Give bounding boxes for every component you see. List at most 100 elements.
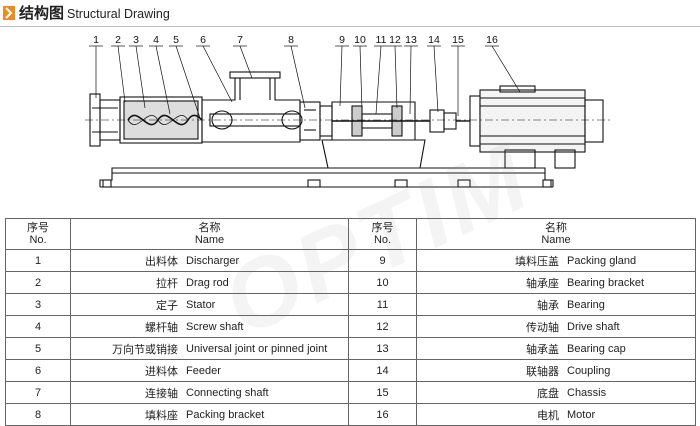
callout-leader-line [239, 45, 253, 79]
col-header-name-en: Name [194, 234, 225, 246]
part-name-cn: 出料体 [145, 255, 178, 268]
part-number: 7 [5, 381, 71, 404]
part-number: 9 [348, 249, 417, 272]
table-header-row: 序号 No. 名称 Name 序号 No. 名称 Name [5, 218, 696, 250]
callout-leader-line [394, 45, 398, 109]
part-callout-label: 11 [376, 34, 387, 46]
col-header-name: 名称 Name [416, 218, 696, 250]
section-title-en: Structural Drawing [67, 7, 170, 21]
part-name-en: Bearing bracket [567, 276, 645, 289]
part-name-cell: 定子 Stator [70, 293, 349, 316]
callout-leader-line [135, 45, 146, 109]
part-name-cn: 万向节或销接 [112, 343, 178, 356]
part-name-cn: 联轴器 [526, 365, 559, 378]
part-callout-label: 3 [133, 34, 139, 46]
part-name-en: Coupling [567, 364, 611, 377]
col-header-name: 名称 Name [70, 218, 349, 250]
callout-leader-line [491, 45, 521, 93]
part-name-en: Motor [567, 408, 596, 421]
callout-leader-line [375, 45, 382, 115]
part-name-cn: 底盘 [537, 387, 559, 400]
part-name-cn: 螺杆轴 [145, 321, 178, 334]
part-name-cell: 电机 Motor [416, 403, 696, 426]
part-callout-label: 6 [200, 34, 206, 46]
section-title-cn: 结构图 [19, 4, 65, 22]
part-number: 8 [5, 403, 71, 426]
col-header-name-cn: 名称 [545, 222, 567, 234]
table-row: 1 出料体 Discharger 9 填料压盖 Packing gland [5, 249, 696, 272]
col-header-name-cn: 名称 [198, 222, 221, 234]
part-callout-label: 1 [93, 34, 99, 46]
table-row: 5 万向节或销接 Universal joint or pinned joint 13… [5, 337, 696, 360]
col-header-number-en: No. [29, 234, 47, 246]
table-row: 8 填料座 Packing bracket 16 电机 Motor [5, 403, 696, 426]
part-name-en: Packing bracket [186, 408, 265, 421]
parts-table: 序号 No. 名称 Name 序号 No. 名称 Name 1 出料体 Discha… [5, 218, 696, 426]
part-callout-label: 9 [339, 34, 345, 46]
part-callout-label: 5 [173, 34, 179, 46]
part-number: 12 [348, 315, 417, 338]
part-callout-label: 4 [153, 34, 159, 46]
part-number: 14 [348, 359, 417, 382]
part-number: 10 [348, 271, 417, 294]
chevron-right-icon [3, 6, 15, 20]
callout-leader-line [409, 45, 412, 115]
part-number: 15 [348, 381, 417, 404]
part-number: 1 [5, 249, 71, 272]
part-name-cell: 万向节或销接 Universal joint or pinned joint [70, 337, 349, 360]
part-name-en: Packing gland [567, 254, 637, 267]
col-header-number-en: No. [373, 234, 392, 246]
part-callout-label: 2 [115, 34, 121, 46]
part-number: 2 [5, 271, 71, 294]
part-name-cn: 拉杆 [156, 277, 178, 290]
part-name-en: Bearing cap [567, 342, 626, 355]
part-name-cell: 底盘 Chassis [416, 381, 696, 404]
col-header-number: 序号 No. [348, 218, 417, 250]
part-number: 3 [5, 293, 71, 316]
part-callout-label: 13 [405, 34, 417, 46]
part-callout-label: 14 [428, 34, 440, 46]
part-name-en: Discharger [186, 254, 240, 267]
page-header: 结构图 Structural Drawing [0, 0, 700, 28]
part-callout-label: 16 [486, 34, 498, 46]
part-name-en: Stator [186, 298, 216, 311]
part-name-cell: 出料体 Discharger [70, 249, 349, 272]
callout-leader-line [117, 45, 126, 103]
part-number: 16 [348, 403, 417, 426]
part-name-cn: 轴承 [537, 299, 559, 312]
part-name-cell: 填料座 Packing bracket [70, 403, 349, 426]
callout-leader-line [290, 45, 306, 109]
part-name-cn: 填料座 [145, 409, 178, 422]
callout-leader-line [175, 45, 201, 119]
part-name-en: Chassis [567, 386, 607, 399]
part-name-en: Feeder [186, 364, 221, 377]
part-number: 13 [348, 337, 417, 360]
part-number: 6 [5, 359, 71, 382]
part-name-cn: 传动轴 [526, 321, 559, 334]
callout-leader-line [155, 45, 171, 115]
part-number: 5 [5, 337, 71, 360]
part-callout-label: 12 [389, 34, 401, 46]
callout-leader-line [339, 45, 343, 107]
callout-leader-line [202, 45, 233, 103]
part-name-en: Universal joint or pinned joint [186, 342, 328, 355]
col-header-number-cn: 序号 [27, 222, 49, 234]
part-name-cn: 填料压盖 [515, 255, 559, 268]
part-number: 4 [5, 315, 71, 338]
part-name-cn: 电机 [537, 409, 559, 422]
part-number: 11 [348, 293, 417, 316]
part-callout-label: 7 [237, 34, 243, 46]
part-name-cn: 定子 [156, 299, 178, 312]
part-name-cn: 轴承盖 [526, 343, 559, 356]
part-callout-label: 8 [288, 34, 294, 46]
part-name-en: Connecting shaft [186, 386, 269, 399]
